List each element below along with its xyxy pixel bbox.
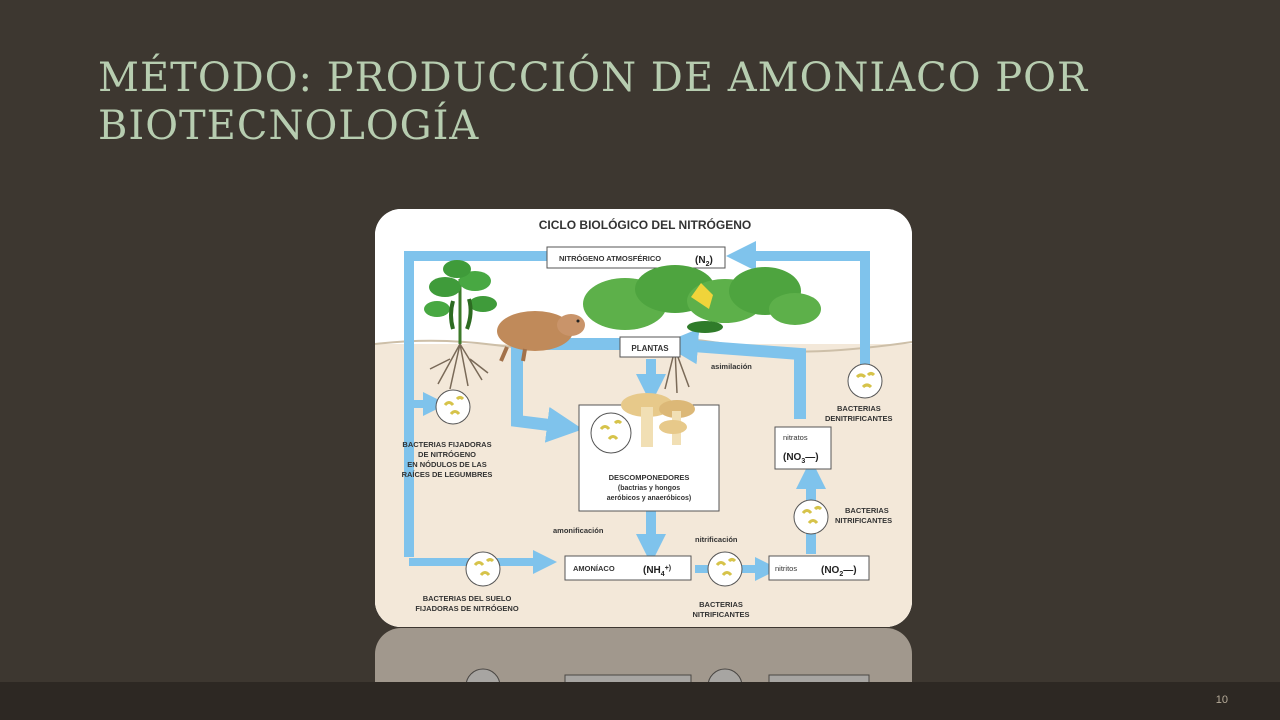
nitrogen-cycle-diagram: CICLO BIOLÓGICO DEL NITRÓGENO NITRÓGENO …	[375, 209, 912, 627]
soil-bacteria-label-1: BACTERIAS DEL SUELO	[423, 594, 512, 603]
nitrification-label: nitrificación	[695, 535, 738, 544]
mole-illustration	[497, 311, 585, 362]
plants-label: PLANTAS	[631, 344, 669, 353]
ammonia-label: AMONÍACO	[573, 564, 615, 573]
denitrifying-bacteria-circle	[847, 363, 883, 399]
nh4-formula: (NH4+)	[643, 565, 671, 578]
fixers-label-3: EN NÓDULOS DE LAS	[407, 460, 487, 469]
nitrifying-bottom-label-1: BACTERIAS	[699, 600, 743, 609]
decomposers-label-3: aeróbicos y anaeróbicos)	[607, 495, 691, 502]
atmospheric-nitrogen-box	[546, 246, 726, 269]
ammonia-box	[564, 555, 692, 581]
decomposers-label-1: DESCOMPONEDORES	[609, 473, 690, 482]
arrow-atmosphere-down	[404, 251, 547, 557]
legume-plant-illustration	[424, 260, 497, 390]
plants-box	[619, 336, 681, 358]
decomposers-bacteria-circle	[590, 412, 632, 454]
no3-formula: (NO3—)	[783, 452, 819, 465]
nitrifying-bacteria-circle-bottom	[707, 551, 743, 587]
nitrates-box	[774, 426, 832, 470]
no2-formula: (NO2—)	[821, 565, 857, 578]
slide-title-line-1: MÉTODO: PRODUCCIÓN DE AMONIACO POR	[98, 55, 1089, 101]
atmospheric-nitrogen-label: NITRÓGENO ATMOSFÉRICO	[559, 254, 661, 263]
footer-bar	[0, 682, 1280, 720]
page-number: 10	[1215, 694, 1228, 706]
nitrites-label: nitritos	[775, 564, 797, 573]
ammonification-label: amonificación	[553, 526, 604, 535]
arrow-assimilation	[662, 328, 806, 419]
arrow-denitrification	[726, 241, 870, 369]
slide-title-line-2: BIOTECNOLOGÍA	[98, 103, 480, 149]
n2-formula: (N2)	[695, 255, 713, 268]
mushrooms-illustration	[621, 393, 695, 447]
soil-bacteria-label-2: FIJADORAS DE NITRÓGENO	[415, 604, 519, 613]
assimilation-label: asimilación	[711, 362, 752, 371]
denitrifying-label-2: DENITRIFICANTES	[825, 414, 893, 423]
fixers-label-1: BACTERIAS FIJADORAS	[402, 440, 491, 449]
nodule-bacteria-circle	[435, 389, 471, 425]
diagram-title: CICLO BIOLÓGICO DEL NITRÓGENO	[539, 217, 751, 232]
slide-title: MÉTODO: PRODUCCIÓN DE AMONIACO POR BIOTE…	[98, 54, 1198, 150]
nitrates-label: nitratos	[783, 433, 808, 442]
arrow-plants-to-decomposers	[511, 338, 620, 443]
denitrifying-label-1: BACTERIAS	[837, 404, 881, 413]
nitrifying-right-label-1: BACTERIAS	[845, 506, 889, 515]
nitrifying-bacteria-circle-right	[793, 499, 829, 535]
nitrogen-cycle-svg: CICLO BIOLÓGICO DEL NITRÓGENO NITRÓGENO …	[375, 209, 912, 627]
fixers-label-2: DE NITRÓGENO	[418, 450, 476, 459]
squash-plant-illustration	[583, 265, 821, 394]
fixers-label-4: RAÍCES DE LEGUMBRES	[402, 470, 493, 479]
nitrites-box	[768, 555, 870, 581]
soil-bacteria-circle	[465, 551, 501, 587]
decomposers-label-2: (bactrias y hongos	[618, 485, 680, 492]
nitrifying-bottom-label-2: NITRIFICANTES	[692, 610, 749, 619]
nitrifying-right-label-2: NITRIFICANTES	[835, 516, 892, 525]
